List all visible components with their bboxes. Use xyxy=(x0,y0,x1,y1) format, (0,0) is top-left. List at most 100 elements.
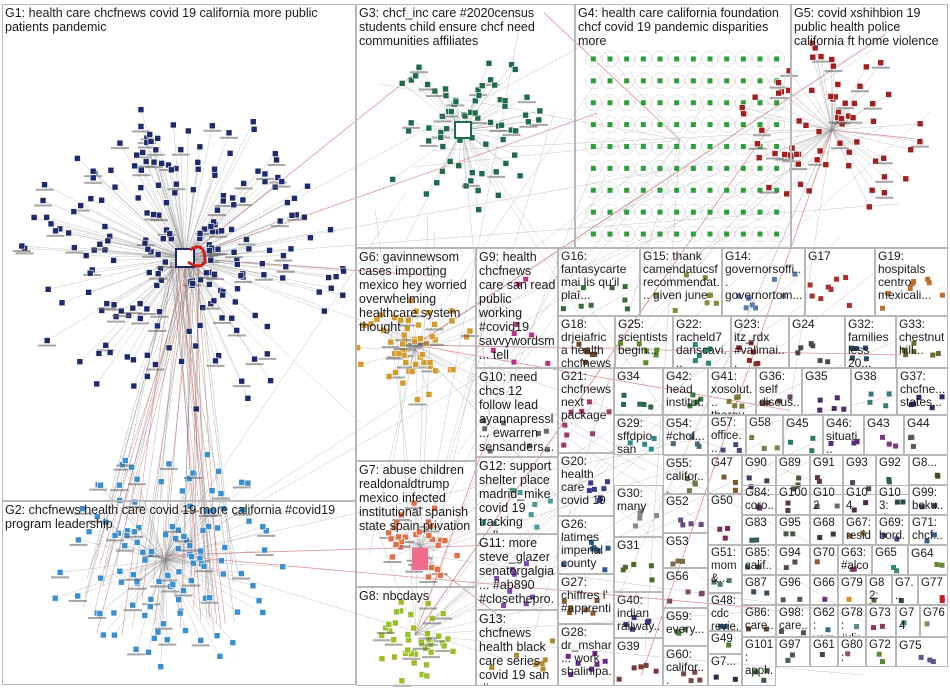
group-panel-g82: G82: ho... xyxy=(866,575,892,605)
group-panel-g60: G60: califor... xyxy=(663,646,708,686)
group-label-g83: G83 xyxy=(745,517,774,530)
group-label-g96: G96 xyxy=(779,577,808,590)
group-label-g34: G34 xyxy=(617,370,661,383)
group-label-g63: G63: #alco... xyxy=(841,547,870,575)
group-panel-g80: G80: cos... xyxy=(838,637,866,667)
group-label-g30: G30: many xyxy=(617,487,661,513)
group-panel-g97: G97 xyxy=(776,637,810,667)
group-label-g37: G37: chcfne... states... xyxy=(900,370,946,409)
group-panel-g86: G86: care... xyxy=(742,605,776,637)
group-label-g41: G41: xosolut... therev... xyxy=(711,370,754,415)
group-label-g15: G15: thank camendatucsf recommendat... g… xyxy=(643,250,720,302)
group-label-g52: G52 xyxy=(666,495,706,508)
group-panel-g84: G84: coro... xyxy=(742,485,776,515)
group-label-g47: G47 xyxy=(711,457,740,470)
group-label-g70: G70 xyxy=(813,547,836,560)
group-label-g5: G5: covid xshihbion 19 public health pol… xyxy=(794,6,946,48)
group-panel-g26: G26: latimes imperial county xyxy=(558,516,614,574)
group-label-g38: G38 xyxy=(854,370,895,383)
group-panel-g51: G51: mom&... xyxy=(708,545,742,593)
group-panel-g50: G50 xyxy=(708,493,742,545)
group-label-g71: G71: chcf... xyxy=(912,517,946,543)
group-label-g86: G86: care... xyxy=(745,607,774,637)
group-label-g43: G43 xyxy=(867,417,902,430)
group-panel-g30: G30: many xyxy=(614,485,663,537)
group-label-g76: G76 xyxy=(923,607,946,620)
group-panel-g58: G58 xyxy=(746,415,783,455)
group-label-g3: G3: chcf_inc care #2020census students c… xyxy=(359,6,573,48)
group-label-g75: G75 xyxy=(899,639,946,652)
group-panel-g75: G75 xyxy=(896,637,948,667)
group-panel-g28: G28: dr_mshar... work shalinipa... xyxy=(558,624,614,686)
group-panel-g71: G71: chcf... xyxy=(909,515,948,545)
group-label-g54: G54: #chcf... xyxy=(666,417,706,443)
group-panel-g102: G102 xyxy=(810,485,843,515)
group-panel-g17: G17 xyxy=(805,248,875,316)
group-label-g32: G32: families less 20... xyxy=(848,318,894,368)
group-label-g25: G25: scientists begin... xyxy=(618,318,671,357)
group-label-g10: G10: need chcs 12 follow lead ayannapres… xyxy=(479,370,556,454)
group-label-g40: G40: indian railway... xyxy=(617,594,661,638)
group-label-g87: G87 xyxy=(745,577,774,590)
group-label-g53: G53 xyxy=(666,535,706,548)
group-panel-g34: G34 xyxy=(614,368,663,415)
group-label-g91: G91 xyxy=(813,457,841,470)
group-panel-g25: G25: scientists begin... xyxy=(615,316,673,368)
group-panel-g94: G94 xyxy=(776,545,810,575)
group-panel-g45: G45 xyxy=(783,415,823,455)
group-label-g80: G80: cos... xyxy=(841,639,864,667)
group-panel-g70: G70 xyxy=(810,545,838,575)
group-panel-g14: G14: governorsoffi... governortom... xyxy=(722,248,805,316)
group-panel-g67: G67: resid... xyxy=(843,515,876,545)
group-label-g93: G93 xyxy=(846,457,874,470)
group-panel-g21: G21: chcfnews next package xyxy=(558,368,614,453)
group-label-g50: G50 xyxy=(711,495,740,508)
group-label-g8: G8: nbcdays xyxy=(359,589,474,603)
group-panel-g54: G54: #chcf... xyxy=(663,415,708,455)
group-label-g58: G58 xyxy=(749,417,781,430)
group-panel-g7x: G7... xyxy=(892,575,918,605)
group-panel-g101: G101: appl... xyxy=(742,637,776,686)
group-label-g39: G39 xyxy=(617,640,661,653)
group-label-g17: G17 xyxy=(808,250,873,263)
group-label-g59: G59: every... xyxy=(666,610,706,636)
group-label-g98: G98: care... xyxy=(779,607,808,637)
group-panel-g46: G46: situati... xyxy=(823,415,864,455)
group-label-g18: G18: drjeiafrica health chcfnews dr jei.… xyxy=(561,318,613,368)
group-panel-g13: G13: chcfnews health black care series c… xyxy=(476,610,558,686)
group-panel-g76: G76 xyxy=(920,605,948,637)
group-panel-g57: G57: office... xyxy=(708,415,746,455)
group-panel-g36: G36: self discus... xyxy=(756,368,802,415)
group-label-g74: G74 xyxy=(899,607,918,633)
group-label-g48: G48: cdc revie... xyxy=(711,595,740,631)
group-label-g103: G103: #cov... xyxy=(879,487,907,515)
group-panel-g40: G40: indian railway... xyxy=(614,592,663,638)
group-panel-g6: G6: gavinnewsom cases importing mexico h… xyxy=(356,248,476,461)
group-panel-g7y: G7... xyxy=(708,654,742,686)
group-label-g72: G72 xyxy=(869,639,894,652)
group-label-g44: G44 xyxy=(907,417,946,430)
group-label-g95: G95 xyxy=(779,517,808,530)
group-label-g100: G100 xyxy=(779,487,808,500)
group-panel-g48: G48: cdc revie... xyxy=(708,593,742,631)
group-label-g78: G78: #dir... xyxy=(841,607,864,637)
group-label-g85: G85: calif... xyxy=(745,547,774,575)
group-label-g21: G21: chcfnews next package xyxy=(561,370,612,422)
group-label-g4: G4: health care california foundation ch… xyxy=(578,6,789,48)
group-label-g67: G67: resid... xyxy=(846,517,874,545)
group-panel-g65: G65 xyxy=(872,545,908,575)
group-panel-g39: G39 xyxy=(614,638,663,686)
group-panel-g31: G31 xyxy=(614,537,663,592)
group-label-g57: G57: office... xyxy=(711,417,744,455)
group-panel-g52: G52 xyxy=(663,493,708,533)
group-panel-g98: G98: care... xyxy=(776,605,810,637)
group-panel-g87: G87 xyxy=(742,575,776,605)
group-label-g6: G6: gavinnewsom cases importing mexico h… xyxy=(359,250,474,334)
group-panel-g19: G19: hospitals centro mexicali... xyxy=(875,248,948,316)
group-panel-g27: G27: chiffres l' #apprenti... xyxy=(558,574,614,624)
group-panel-g63: G63: #alco... xyxy=(838,545,872,575)
group-label-g56: G56 xyxy=(666,570,706,583)
group-label-g68: G68 xyxy=(813,517,841,530)
group-label-g62: G62: vam... xyxy=(813,607,836,637)
group-label-g13: G13: chcfnews health black care series c… xyxy=(479,612,556,686)
